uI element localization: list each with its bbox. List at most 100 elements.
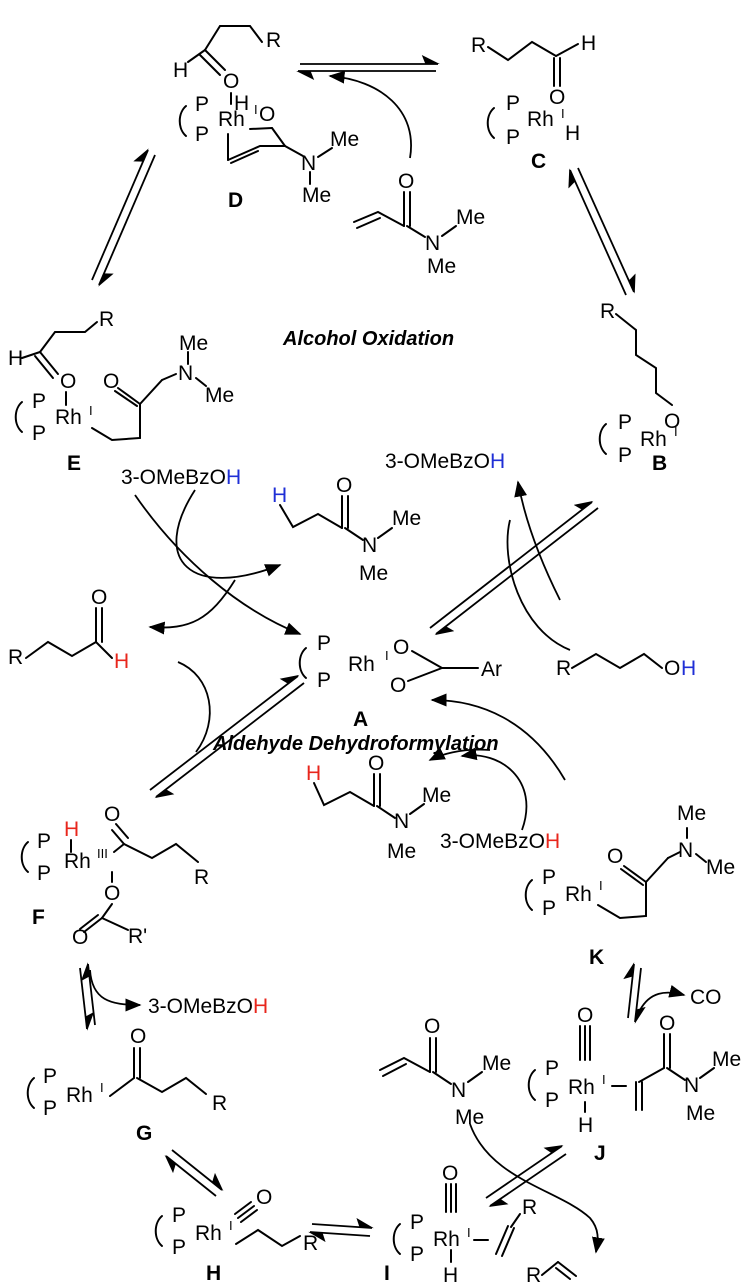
svg-text:O: O — [390, 674, 406, 697]
complex-D: R H O H P P Rh I O N Me Me D — [173, 25, 359, 212]
svg-text:R: R — [266, 29, 281, 52]
svg-text:H: H — [581, 32, 596, 55]
svg-text:O: O — [368, 752, 384, 775]
svg-text:I: I — [385, 648, 389, 663]
svg-text:R: R — [99, 308, 114, 331]
svg-text:P: P — [618, 444, 632, 467]
propanamide-blue-h: H O N Me Me — [272, 474, 421, 585]
label-F: F — [32, 906, 45, 929]
svg-text:Me: Me — [706, 856, 735, 879]
label-E: E — [67, 452, 81, 475]
reagent-acid-red-right: 3-OMeBzOH — [440, 830, 560, 853]
svg-text:Ar: Ar — [481, 658, 502, 681]
reagent-acid-blue-right: 3-OMeBzOH — [385, 450, 505, 473]
svg-text:Rh: Rh — [218, 108, 245, 131]
svg-text:N: N — [425, 232, 440, 255]
svg-text:P: P — [172, 1236, 186, 1259]
svg-text:H: H — [173, 59, 188, 82]
svg-text:Me: Me — [330, 128, 359, 151]
heading-aldehyde-dehydroformylation: Aldehyde Dehydroformylation — [212, 733, 499, 755]
svg-text:P: P — [43, 1097, 57, 1120]
svg-text:P: P — [542, 866, 556, 889]
svg-text:I: I — [467, 1225, 471, 1240]
acrylamide-bottom: O N Me Me — [379, 1015, 511, 1129]
svg-text:P: P — [506, 92, 520, 115]
svg-text:P: P — [410, 1243, 424, 1266]
svg-text:III: III — [97, 846, 108, 861]
label-D: D — [228, 189, 243, 212]
svg-text:Rh: Rh — [55, 406, 82, 429]
svg-text:O: O — [549, 86, 565, 109]
svg-text:Rh: Rh — [64, 850, 91, 873]
svg-text:Rh: Rh — [565, 883, 592, 906]
svg-text:I: I — [254, 102, 258, 117]
svg-text:Rh: Rh — [640, 428, 667, 451]
svg-text:N: N — [684, 1074, 699, 1097]
svg-text:Me: Me — [455, 1106, 484, 1129]
svg-text:Me: Me — [422, 784, 451, 807]
svg-text:O: O — [223, 70, 239, 93]
reagent-acid-red-left: 3-OMeBzOH — [148, 995, 268, 1018]
svg-text:Rh: Rh — [195, 1222, 222, 1245]
label-H: H — [206, 1262, 221, 1285]
svg-text:H: H — [114, 650, 129, 673]
complex-H: P P Rh I O R H — [154, 1186, 318, 1285]
svg-text:H: H — [234, 92, 249, 115]
svg-text:O: O — [577, 1004, 593, 1027]
svg-text:O: O — [104, 803, 120, 826]
svg-text:R: R — [556, 657, 571, 680]
complex-E: R H O P P Rh I O N Me Me E — [8, 308, 234, 475]
svg-text:R: R — [8, 646, 23, 669]
svg-text:Me: Me — [387, 840, 416, 863]
label-K: K — [589, 946, 604, 969]
svg-text:I: I — [561, 106, 565, 121]
svg-text:R: R — [471, 34, 486, 57]
complex-B: R O P P Rh I B — [598, 300, 680, 475]
svg-text:Me: Me — [205, 384, 234, 407]
svg-text:Me: Me — [427, 255, 456, 278]
svg-text:O: O — [72, 926, 88, 949]
svg-text:N: N — [301, 152, 316, 175]
svg-text:O: O — [103, 370, 119, 393]
svg-text:N: N — [451, 1079, 466, 1102]
svg-text:I: I — [229, 1218, 233, 1233]
svg-text:P: P — [37, 830, 51, 853]
svg-text:Me: Me — [712, 1048, 741, 1071]
svg-text:P: P — [43, 1065, 57, 1088]
svg-text:P: P — [37, 862, 51, 885]
svg-text:H: H — [306, 762, 321, 785]
svg-text:P: P — [545, 1089, 559, 1112]
svg-text:3-OMeBzOH: 3-OMeBzOH — [148, 995, 268, 1018]
svg-text:Rh: Rh — [433, 1228, 460, 1251]
svg-text:P: P — [410, 1211, 424, 1234]
svg-text:R: R — [600, 300, 615, 323]
complex-K: P P Rh I O N Me Me K — [524, 802, 735, 969]
svg-text:Rh: Rh — [348, 653, 375, 676]
complex-F: P P H Rh III O R O O R' F — [20, 803, 209, 949]
svg-text:O: O — [664, 657, 680, 680]
label-G: G — [136, 1122, 152, 1145]
complex-C: R H O P P Rh I H C — [471, 32, 596, 173]
svg-text:O: O — [91, 586, 107, 609]
svg-text:R': R' — [128, 925, 147, 948]
svg-text:H: H — [443, 1264, 458, 1286]
svg-text:Me: Me — [302, 184, 331, 207]
svg-text:O: O — [664, 410, 680, 433]
svg-text:Me: Me — [359, 562, 388, 585]
label-I: I — [384, 1262, 390, 1285]
complex-I: O P P Rh I R H I — [384, 1162, 537, 1286]
svg-text:P: P — [545, 1057, 559, 1080]
svg-text:3-OMeBzOH: 3-OMeBzOH — [440, 830, 560, 853]
svg-text:R: R — [303, 1232, 318, 1255]
svg-text:O: O — [398, 170, 414, 193]
svg-text:Me: Me — [686, 1102, 715, 1125]
svg-text:O: O — [424, 1015, 440, 1038]
aldehyde-red-h: R O H — [8, 586, 129, 673]
complex-A: P P Rh I O O Ar A — [298, 632, 502, 731]
svg-text:N: N — [178, 362, 193, 385]
svg-text:Rh: Rh — [568, 1076, 595, 1099]
svg-text:P: P — [317, 632, 331, 655]
svg-text:H: H — [681, 657, 696, 680]
svg-text:O: O — [393, 636, 409, 659]
